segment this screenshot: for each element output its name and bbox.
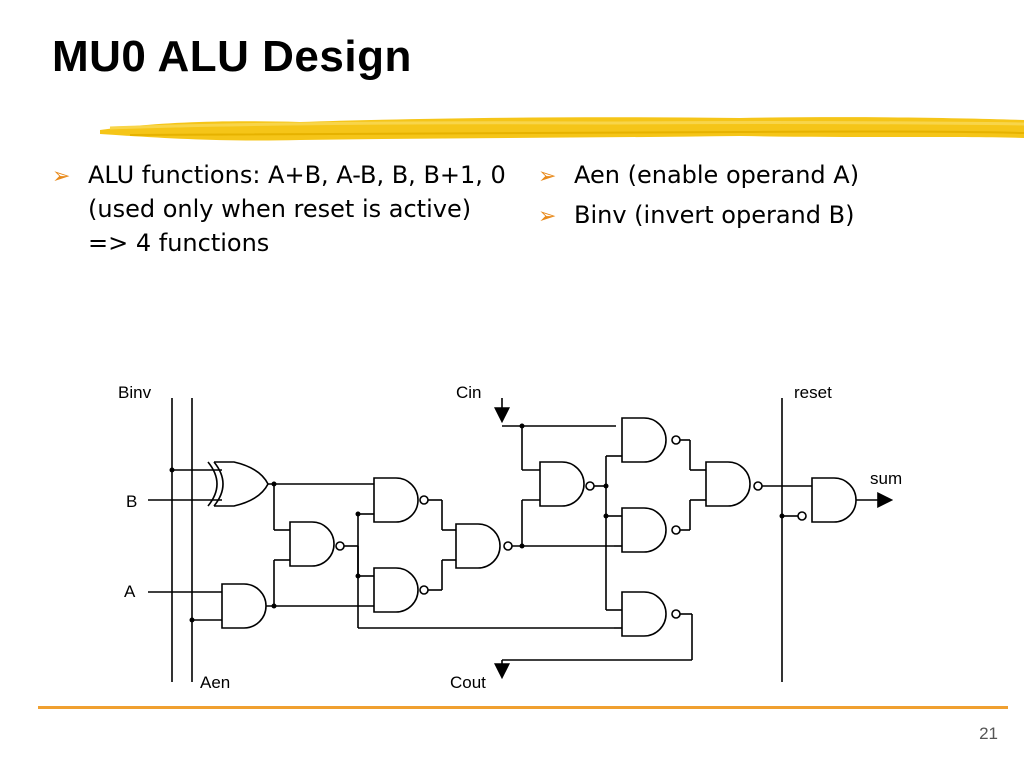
- label-a: A: [124, 582, 136, 601]
- bullet-item: ➢ ALU functions: A+B, A-B, B, B+1, 0 (us…: [52, 158, 512, 260]
- label-b: B: [126, 492, 137, 511]
- arrowhead-bullet-icon: ➢: [52, 164, 71, 189]
- label-aen: Aen: [200, 673, 230, 692]
- slide-title: MU0 ALU Design: [52, 32, 412, 81]
- bullet-item: ➢ Binv (invert operand B): [538, 198, 998, 232]
- label-sum: sum: [870, 469, 902, 488]
- alu-circuit-diagram: Binv B A Aen Cin Cout reset sum: [118, 383, 902, 692]
- arrowhead-bullet-icon: ➢: [538, 204, 557, 229]
- arrowhead-bullet-icon: ➢: [538, 164, 557, 189]
- label-cout: Cout: [450, 673, 486, 692]
- bullet-text: Aen (enable operand A): [574, 161, 860, 189]
- bullet-text: ALU functions: A+B, A-B, B, B+1, 0 (used…: [88, 161, 506, 257]
- footer-divider: [38, 706, 1008, 709]
- bullet-item: ➢ Aen (enable operand A): [538, 158, 998, 192]
- page-number: 21: [979, 724, 998, 743]
- label-binv: Binv: [118, 383, 152, 402]
- label-reset: reset: [794, 383, 832, 402]
- highlighter-stroke-decoration: [100, 117, 1024, 141]
- label-cin: Cin: [456, 383, 482, 402]
- bullet-list-right: ➢ Aen (enable operand A) ➢ Binv (invert …: [538, 158, 998, 238]
- bullet-list-left: ➢ ALU functions: A+B, A-B, B, B+1, 0 (us…: [52, 158, 512, 266]
- bullet-text: Binv (invert operand B): [574, 201, 855, 229]
